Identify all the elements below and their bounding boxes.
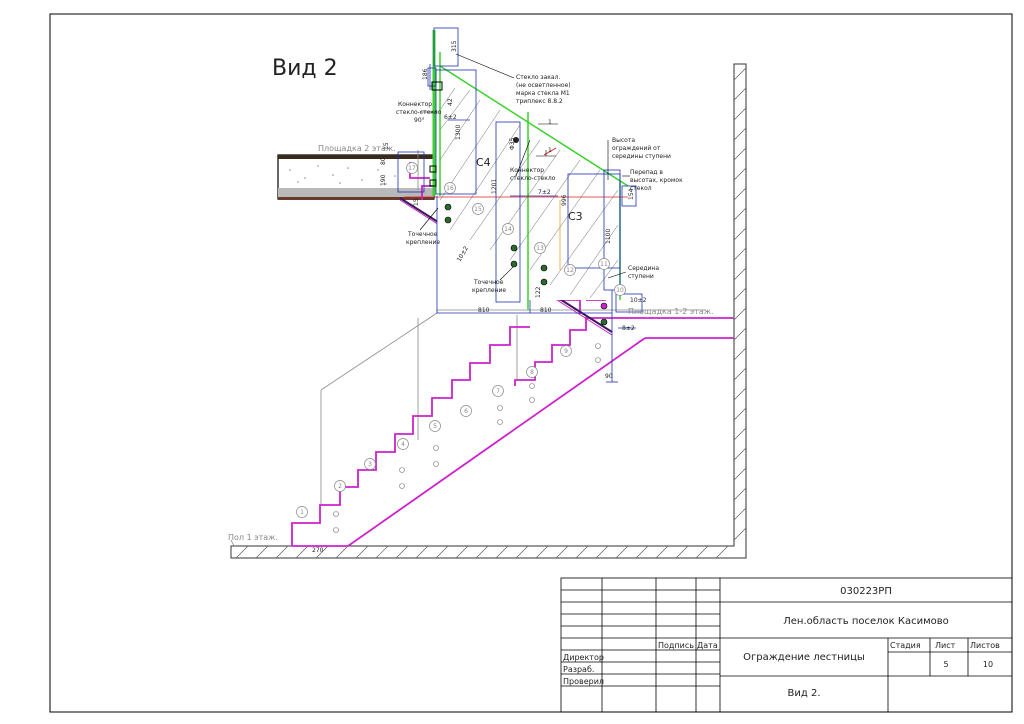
step-number: 7: [496, 388, 500, 395]
dim-6pm2: 6±2: [444, 114, 457, 121]
col-sheets: Листов: [970, 641, 1000, 650]
step-marker-circle: [364, 458, 376, 470]
title-block: [560, 577, 1013, 713]
dim-1100: 1100: [605, 229, 612, 244]
col-signature: Подпись: [658, 641, 694, 650]
dim-810-b: 810: [540, 307, 552, 314]
panel-label-c3: С3: [568, 210, 583, 223]
dim-315: 315: [451, 40, 458, 52]
note-point-fix-2: Точечное крепление: [472, 279, 506, 294]
step-number: 15: [474, 206, 482, 213]
step-number: 3: [368, 461, 372, 468]
step-fasteners: [333, 343, 601, 533]
note-point-fix-1: Точечное крепление: [406, 231, 440, 246]
dim-80: 80: [380, 157, 387, 165]
step-number: 11: [600, 261, 608, 268]
note-step-middle: Середина ступени: [628, 265, 661, 280]
project-location: Лен.область поселок Касимово: [783, 616, 949, 627]
section-mark-1b: 1: [548, 147, 552, 154]
step-number: 14: [504, 226, 512, 233]
col-sheet: Лист: [935, 641, 956, 650]
step-marker-circle: [444, 182, 456, 194]
dim-186: 186: [422, 68, 429, 80]
dim-154: 154: [628, 188, 635, 200]
dim-7pm2: 7±2: [538, 189, 551, 196]
walls: [230, 63, 747, 559]
level-floor2: Площадка 2 этаж.: [318, 144, 396, 153]
dim-270: 270: [312, 547, 324, 554]
sheet-name: Вид 2.: [788, 688, 821, 699]
step-number: 2: [338, 483, 342, 490]
step-marker-circle: [460, 405, 472, 417]
role-developer: Разраб.: [563, 665, 594, 674]
step-marker-circle: [296, 506, 308, 518]
level-floor1: Пол 1 этаж.: [228, 533, 278, 542]
step-marker-circle: [560, 345, 572, 357]
step-marker-circle: [526, 366, 538, 378]
step-marker-circle: [406, 162, 418, 174]
step-number: 13: [536, 245, 544, 252]
step-marker-circle: [429, 420, 441, 432]
step-number: 10: [616, 287, 624, 294]
sheet-frame: [49, 13, 1013, 713]
step-number: 17: [408, 165, 416, 172]
step-marker-circle: [472, 203, 484, 215]
step-marker-circle: [397, 438, 409, 450]
view-title: Вид 2: [272, 56, 338, 81]
dim-1201: 1201: [491, 179, 498, 194]
level-landing12: Площадка 1-2 этаж.: [628, 307, 714, 316]
step-number: 5: [433, 423, 437, 430]
dim-90: 90: [605, 373, 613, 380]
dim-42: 42: [447, 98, 454, 106]
step-marker-circle: [492, 385, 504, 397]
step-marker-circle: [564, 264, 576, 276]
dim-996: 996: [561, 194, 568, 206]
step-number: 4: [401, 441, 405, 448]
step-number: 1: [300, 509, 304, 516]
dim-8pm2: 8±2: [622, 325, 635, 332]
col-stage: Стадия: [890, 641, 921, 650]
step-marker-circle: [502, 223, 514, 235]
step-number: 6: [464, 408, 468, 415]
note-glass: Стекло закал. (не осветленное) марка сте…: [516, 74, 573, 105]
sheet-number: 5: [943, 660, 948, 669]
project-code: 030223РП: [840, 586, 892, 597]
drawing-title: Ограждение лестницы: [743, 652, 865, 663]
note-overlap: Перепад в высотах, кромок стекол: [630, 169, 685, 192]
note-height: Высота ограждений от середины ступени: [612, 137, 671, 160]
dim-15: 15: [383, 142, 390, 150]
dim-15b: 15: [413, 198, 420, 206]
col-date: Дата: [697, 641, 718, 650]
dim-810-a: 810: [478, 307, 490, 314]
sheet-total: 10: [983, 660, 993, 669]
dimension-lines: [397, 27, 643, 383]
panel-label-c4: С4: [476, 156, 491, 169]
dim-122: 122: [535, 286, 542, 298]
role-director: Директор: [563, 653, 604, 662]
step-marker-circle: [598, 258, 610, 270]
leader-lines: [419, 53, 630, 281]
dim-phi35: Φ35: [509, 137, 516, 150]
role-checker: Проверил: [563, 677, 604, 686]
step-marker-circle: [614, 284, 626, 296]
annotations: Стекло закал. (не осветленное) марка сте…: [396, 74, 685, 294]
dim-10pm2-b: 10±2: [630, 297, 647, 304]
note-connector: Коннектор стекло-стекло: [510, 167, 556, 182]
dim-1300: 1300: [455, 125, 462, 140]
step-number: 12: [566, 267, 574, 274]
dim-190: 190: [380, 174, 387, 186]
note-connector-90: Коннектор стекло-стекло 90°: [396, 101, 443, 124]
step-number: 16: [446, 185, 454, 192]
step-number: 9: [564, 348, 568, 355]
connector-markers: [429, 81, 608, 326]
step-marker-circle: [334, 480, 346, 492]
section-mark-1a: 1: [548, 119, 552, 126]
step-marker-circle: [534, 242, 546, 254]
step-number: 8: [530, 369, 534, 376]
